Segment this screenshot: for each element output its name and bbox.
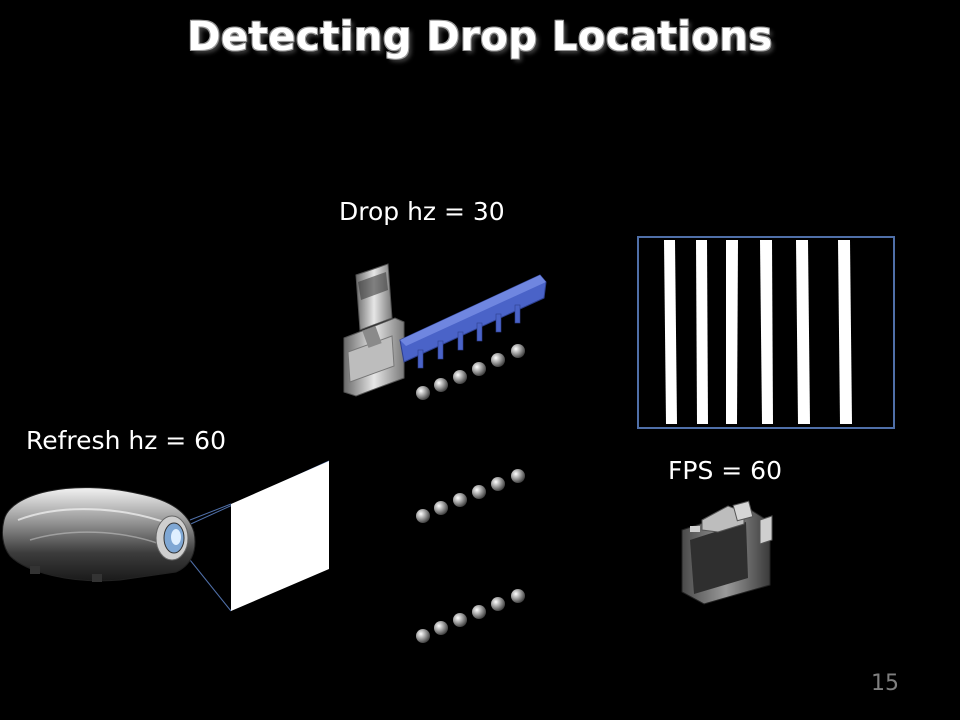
camera-icon — [681, 500, 773, 605]
water-drop-icon — [511, 589, 525, 603]
water-drop-icon — [453, 613, 467, 627]
drop-row-2 — [416, 469, 525, 523]
water-drop-icon — [453, 370, 467, 384]
drop-streak — [664, 240, 677, 424]
water-drop-icon — [491, 477, 505, 491]
drop-rate-label: Drop hz = 30 — [339, 197, 505, 226]
drop-streak — [726, 240, 738, 424]
water-drop-icon — [472, 485, 486, 499]
water-drop-icon — [434, 378, 448, 392]
water-drop-icon — [416, 386, 430, 400]
refresh-rate-label: Refresh hz = 60 — [26, 426, 226, 455]
water-drop-icon — [511, 344, 525, 358]
water-drop-icon — [472, 605, 486, 619]
fps-label: FPS = 60 — [668, 456, 782, 485]
water-drop-icon — [491, 353, 505, 367]
water-drop-icon — [416, 629, 430, 643]
drop-streak — [760, 240, 773, 424]
slide-title: Detecting Drop Locations — [187, 14, 773, 60]
water-drop-icon — [472, 362, 486, 376]
drop-streak — [838, 240, 852, 424]
water-drop-icon — [511, 469, 525, 483]
water-drop-icon — [434, 621, 448, 635]
page-number: 15 — [871, 671, 899, 696]
drop-row-3 — [416, 589, 525, 643]
projection-screen — [231, 461, 329, 611]
captured-frame — [637, 236, 895, 429]
projector-icon — [1, 460, 330, 612]
water-drop-icon — [491, 597, 505, 611]
drop-streak — [696, 240, 708, 424]
drop-streak — [796, 240, 810, 424]
water-drop-icon — [434, 501, 448, 515]
valve-manifold-icon — [343, 263, 547, 397]
water-drop-icon — [416, 509, 430, 523]
drop-row-1 — [416, 344, 525, 400]
water-drop-icon — [453, 493, 467, 507]
